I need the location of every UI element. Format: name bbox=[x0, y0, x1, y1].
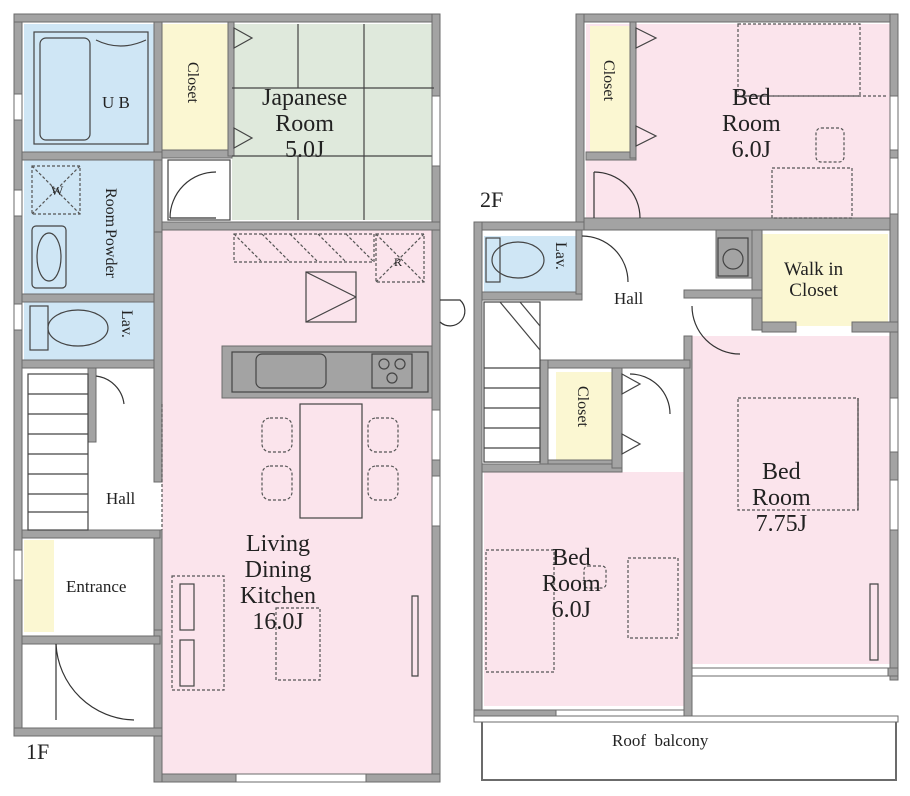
stairs-1f bbox=[27, 373, 89, 531]
bedroom-c-line-2: Room bbox=[542, 570, 601, 597]
bedroom-b-line-2: Room bbox=[752, 484, 811, 511]
japanese-room-fill bbox=[232, 24, 434, 220]
bedroom-c-fill bbox=[484, 472, 684, 706]
japanese-room-label: Japanese Room 5.0J bbox=[262, 85, 348, 164]
hall-sink bbox=[717, 237, 749, 277]
ub-room-fill bbox=[24, 24, 158, 154]
closet-top-fill bbox=[590, 26, 630, 152]
kitchen-counter bbox=[221, 345, 433, 399]
bedroom-a-label: Bed Room 6.0J bbox=[722, 85, 781, 164]
lav-2f-label: Lav. bbox=[552, 242, 569, 270]
roof-balcony-label: Roof balcony bbox=[612, 731, 709, 750]
bedroom-b-line-1: Bed bbox=[762, 459, 801, 485]
ldk-line-4: 16.0J bbox=[252, 608, 304, 635]
roof-balcony bbox=[481, 717, 897, 781]
bedroom-a-line-2: Room bbox=[722, 110, 781, 137]
japanese-room-line-1: Japanese bbox=[262, 85, 348, 111]
second-floor bbox=[473, 13, 899, 781]
wash-basin bbox=[31, 225, 67, 289]
bedroom-b-line-3: 7.75J bbox=[755, 510, 808, 537]
first-floor bbox=[13, 13, 466, 783]
tv-2f bbox=[869, 583, 879, 661]
bathtub bbox=[39, 37, 91, 141]
bedroom-b-fill bbox=[692, 336, 890, 664]
floor-label-2f: 2F bbox=[480, 187, 504, 212]
refrigerator-label: R bbox=[394, 255, 403, 269]
wic-fill bbox=[762, 234, 888, 326]
walk-in-closet-line-2: Closet bbox=[789, 279, 838, 301]
hall-2f-label: Hall bbox=[614, 289, 644, 308]
powder-room-line-2: Room bbox=[102, 188, 119, 228]
desk-chair bbox=[815, 127, 845, 163]
toilet-2f bbox=[491, 241, 545, 279]
lav-1f-fill bbox=[24, 300, 158, 364]
tv bbox=[411, 595, 419, 677]
entrance-label: Entrance bbox=[66, 577, 127, 596]
ub-label: U B bbox=[102, 93, 130, 112]
ldk-label: Living Dining Kitchen 16.0J bbox=[240, 531, 316, 636]
washer bbox=[31, 165, 81, 215]
ldk-line-1: Living bbox=[245, 531, 310, 557]
closet-1f-label: Closet bbox=[184, 62, 201, 103]
walk-in-closet-line-1: Walk in bbox=[784, 259, 844, 280]
lav-2f-fill bbox=[484, 236, 576, 292]
dining-table bbox=[299, 403, 363, 519]
bedroom-c-label: Bed Room 6.0J bbox=[542, 545, 601, 624]
entrance-storage-fill bbox=[24, 540, 54, 632]
sofa bbox=[171, 575, 321, 691]
washer-label: W bbox=[51, 183, 64, 198]
kitchen-sink bbox=[255, 353, 327, 389]
bedroom-a-line-1: Bed bbox=[732, 85, 771, 111]
powder-room-fill bbox=[24, 160, 160, 294]
bedroom-c-line-1: Bed bbox=[552, 545, 591, 571]
closet-mid-fill bbox=[556, 372, 612, 462]
ldk-line-3: Kitchen bbox=[240, 582, 316, 609]
powder-room-line-1: Powder bbox=[102, 229, 119, 279]
refrigerator-space bbox=[375, 233, 425, 283]
japanese-room-line-2: Room bbox=[275, 110, 334, 137]
toilet-1f bbox=[29, 305, 109, 351]
bedroom-a-line-3: 6.0J bbox=[731, 136, 772, 163]
powder-room-label: Powder Room bbox=[102, 188, 119, 279]
ldk-line-2: Dining bbox=[244, 556, 312, 583]
stove bbox=[371, 353, 413, 389]
closet-mid-2f-label: Closet bbox=[574, 386, 591, 427]
closet-1f-fill bbox=[162, 24, 230, 154]
floor-label-1f: 1F bbox=[26, 739, 50, 764]
lav-1f-label: Lav. bbox=[118, 310, 135, 338]
bedroom-b-label: Bed Room 7.75J bbox=[752, 459, 811, 538]
japanese-room-line-3: 5.0J bbox=[284, 136, 325, 163]
walk-in-closet-label: Walk in Closet bbox=[784, 259, 844, 301]
closet-top-2f-label: Closet bbox=[600, 60, 617, 101]
hall-1f-label: Hall bbox=[106, 489, 136, 508]
stairs-2f bbox=[483, 301, 541, 463]
ldk-fill bbox=[162, 230, 434, 774]
bedroom-c-line-3: 6.0J bbox=[551, 596, 592, 623]
tatami-mats bbox=[232, 24, 434, 220]
